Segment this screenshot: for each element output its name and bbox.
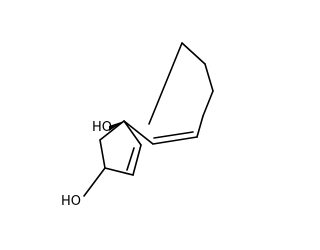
hydroxyl-label-bottom: HO (61, 194, 81, 209)
bond-c1-c2 (148, 42, 183, 125)
cyclopentene-ring (99, 120, 142, 176)
ring-double-bond-line (126, 147, 135, 171)
stereo-wedge-bond (109, 121, 124, 131)
bond-chain-2 (204, 63, 214, 92)
ring-bond-c2-c1 (123, 120, 142, 146)
ring-bond-c3-c2 (132, 144, 142, 176)
cis-double-bond-line (153, 131, 194, 139)
bond-chain-4 (196, 115, 204, 138)
bond-chain-5 (152, 136, 198, 145)
bond-chain-6 (123, 120, 154, 145)
ring-bond-c5-c4 (99, 139, 106, 169)
bond-c4-oh (83, 167, 106, 197)
molecule-structure: HO HO (61, 42, 214, 209)
structure-canvas: HO HO (61, 42, 214, 209)
bond-chain-1 (181, 42, 206, 65)
octenyl-chain (123, 42, 214, 145)
ring-bond-c1-c5 (99, 120, 125, 141)
ring-bond-c4-c3 (104, 167, 134, 176)
bond-chain-3 (202, 90, 214, 117)
hydroxyl-label-top: HO (92, 120, 112, 135)
